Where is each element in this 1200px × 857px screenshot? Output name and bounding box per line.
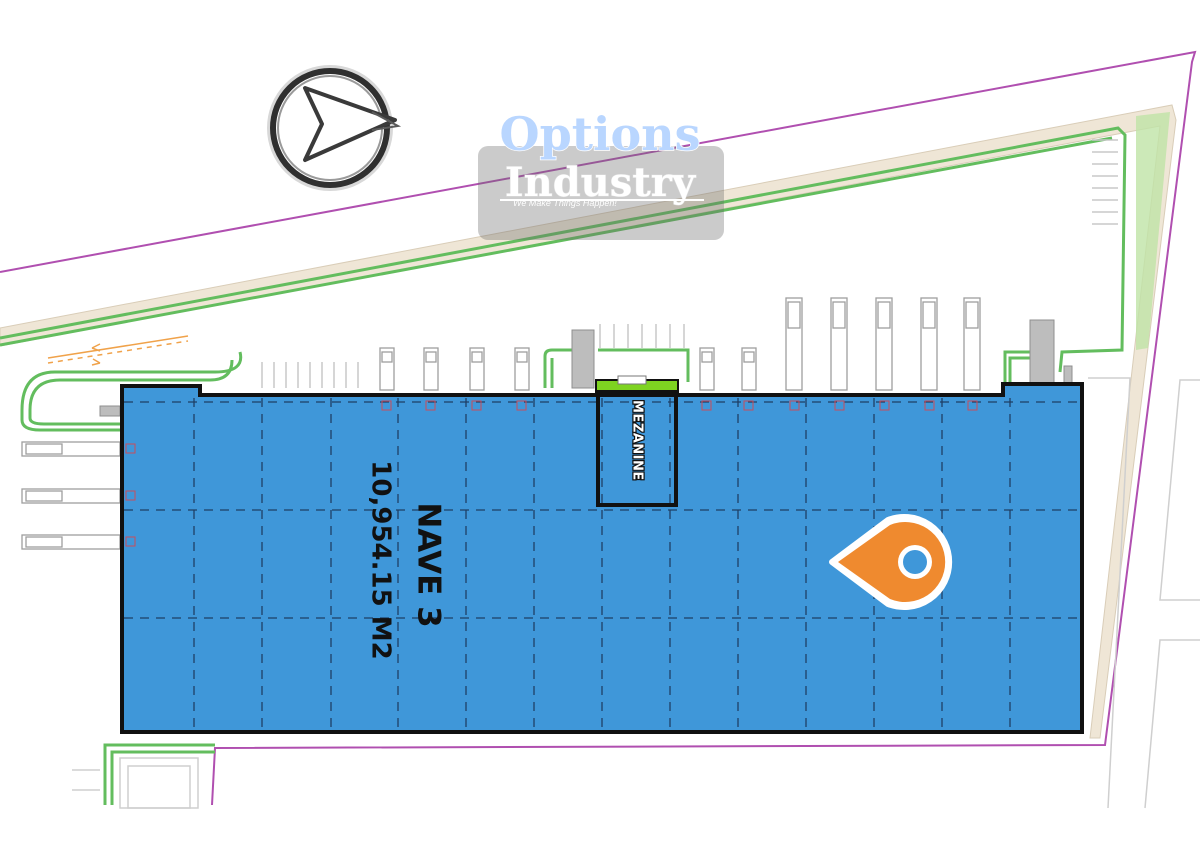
structural-grid (124, 398, 1080, 730)
truck-icon (514, 347, 530, 391)
green-area (1136, 112, 1170, 350)
truck-icon (875, 297, 893, 391)
mezzanine: MEZANINE (595, 375, 679, 507)
parking-stripes (261, 139, 1118, 388)
logo-tagline: We Make Things Happen! (513, 198, 617, 208)
location-pin-icon (829, 514, 953, 610)
truck-icon (469, 347, 485, 391)
property-boundary-line (0, 50, 1197, 806)
mezzanine-label: MEZANINE (630, 400, 645, 481)
building-labels: NAVE 3 10,954.15 M2 (366, 460, 447, 659)
truck-icon (423, 347, 439, 391)
docked-trucks (379, 297, 981, 391)
compass-icon (267, 65, 402, 191)
truck-icon (379, 347, 395, 391)
truck-icon (830, 297, 848, 391)
logo-line-2: Industry (505, 159, 697, 206)
options-industry-logo: Options Industry We Make Things Happen! (478, 106, 724, 240)
dock-doors (125, 400, 978, 547)
logo-line-1: Options (500, 107, 701, 161)
truck-icon (699, 347, 715, 391)
building-area: 10,954.15 M2 (366, 460, 396, 659)
truck-icon (920, 297, 938, 391)
building-nave-3: MEZANINE (120, 375, 1084, 734)
neighbor-lines (72, 377, 1200, 809)
truck-icon (785, 297, 803, 391)
traffic-arrows (47, 335, 189, 366)
truck-icon (741, 347, 757, 391)
truck-icon (963, 297, 981, 391)
building-name: NAVE 3 (411, 502, 447, 627)
dock-shelters (99, 319, 1073, 417)
green-curbs (0, 126, 1127, 805)
